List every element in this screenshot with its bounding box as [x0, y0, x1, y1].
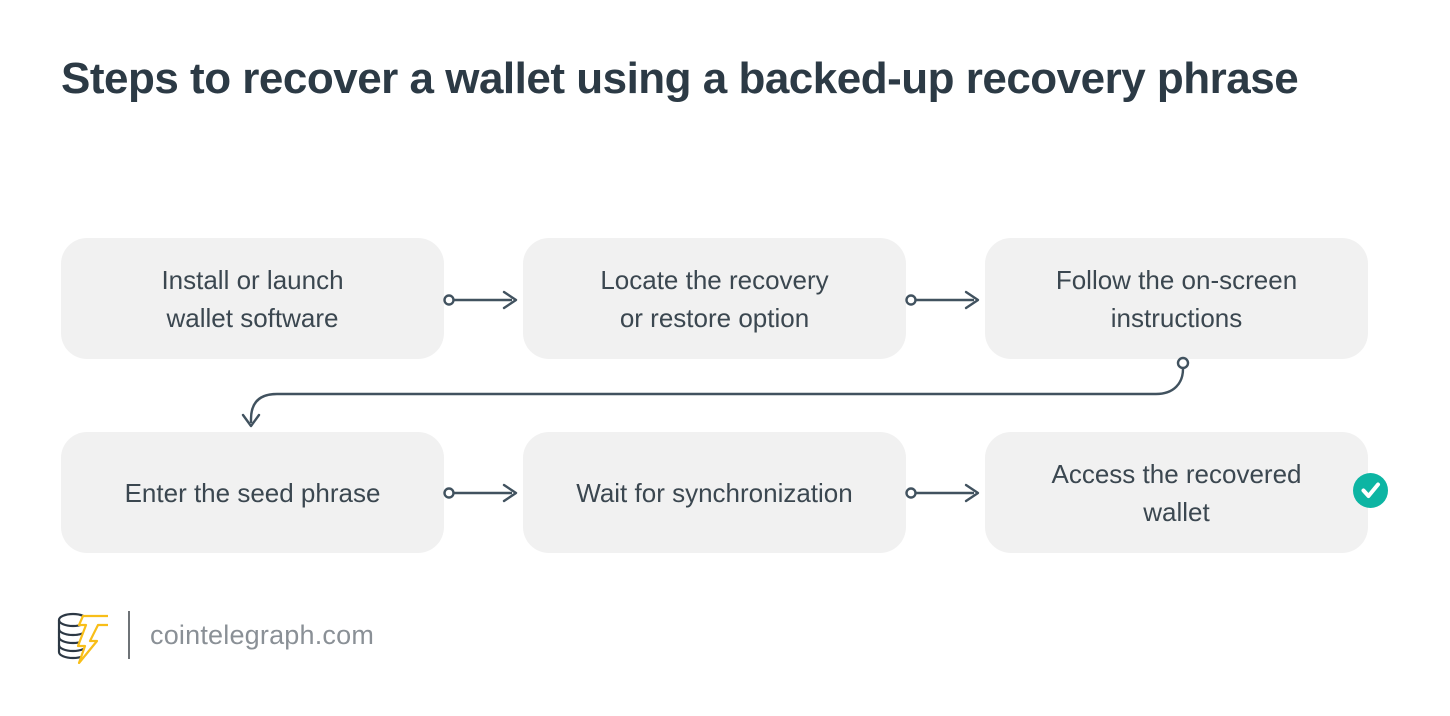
curved-down-arrow-icon [241, 356, 1190, 428]
step-box-locate-recovery: Locate the recovery or restore option [523, 238, 906, 359]
step-label-line: instructions [1110, 302, 1243, 333]
arrow-right-icon [905, 290, 980, 310]
step-box-wait-synchronization: Wait for synchronization [523, 432, 906, 553]
step-box-follow-instructions: Follow the on-screen instructions [985, 238, 1368, 359]
arrow-right-icon [443, 483, 518, 503]
step-label-line: Enter the seed phrase [124, 477, 381, 508]
checkmark-icon [1361, 482, 1380, 498]
step-box-access-wallet: Access the recovered wallet [985, 432, 1368, 553]
step-label-line: Wait for synchronization [576, 477, 853, 508]
step-box-install-or-launch: Install or launch wallet software [61, 238, 444, 359]
arrow-right-icon [905, 483, 980, 503]
step-box-enter-seed-phrase: Enter the seed phrase [61, 432, 444, 553]
footer-site-label: cointelegraph.com [150, 619, 375, 650]
step-label-line: Locate the recovery [600, 264, 829, 295]
step-label-line: or restore option [619, 302, 810, 333]
step-label-line: Follow the on-screen [1055, 264, 1298, 295]
step-label-line: Access the recovered [1051, 458, 1302, 489]
step-label-line: wallet software [166, 302, 339, 333]
step-label-line: wallet [1143, 496, 1210, 527]
cointelegraph-logo-icon [57, 612, 108, 664]
footer: cointelegraph.com [56, 606, 374, 664]
check-badge [1353, 473, 1388, 508]
footer-divider [128, 611, 130, 659]
page-title: Steps to recover a wallet using a backed… [61, 54, 1299, 103]
lightning-bolt-icon [76, 614, 108, 664]
arrow-right-icon [443, 290, 518, 310]
step-label-line: Install or launch [161, 264, 344, 295]
